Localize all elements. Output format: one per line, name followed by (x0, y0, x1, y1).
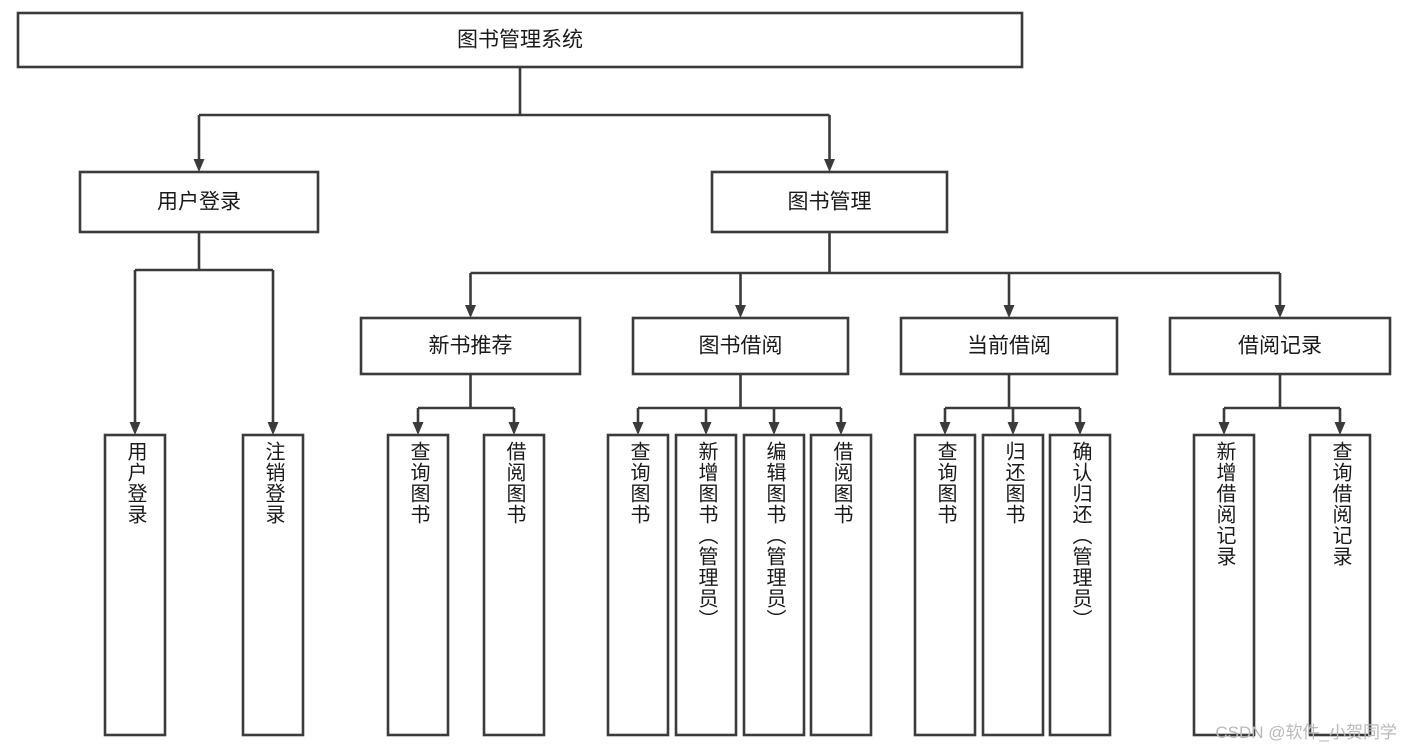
node-label: 图书管理系统 (457, 29, 583, 52)
node-box (631, 316, 850, 376)
connector-from-新书推荐 (412, 374, 520, 435)
node-借阅图书[interactable] (482, 433, 546, 737)
node-label: 图书借阅 (699, 335, 783, 358)
node-图书管理系统[interactable]: 图书管理系统 (16, 11, 1024, 69)
connector-from-借阅记录 (1218, 374, 1346, 435)
node-查询借阅记录[interactable] (1308, 433, 1372, 737)
node-box (710, 170, 949, 234)
connector-layer (129, 67, 1346, 435)
node-label: 当前借阅 (967, 335, 1051, 358)
node-借阅记录[interactable]: 借阅记录 (1168, 316, 1392, 376)
node-label: 借阅记录 (1238, 335, 1322, 358)
connector-from-图书管理系统 (193, 67, 835, 172)
node-box (674, 433, 738, 737)
node-box (1168, 316, 1392, 376)
node-label: 图书管理 (788, 191, 872, 214)
node-查询图书[interactable] (913, 433, 977, 737)
node-box (981, 433, 1045, 737)
node-当前借阅[interactable]: 当前借阅 (899, 316, 1119, 376)
node-label: 用户登录 (157, 191, 241, 214)
node-新增借阅记录[interactable] (1192, 433, 1256, 737)
node-box (742, 433, 806, 737)
node-box (913, 433, 977, 737)
node-box (16, 11, 1024, 69)
node-归还图书[interactable] (981, 433, 1045, 737)
node-box (359, 316, 582, 376)
node-图书借阅[interactable]: 图书借阅 (631, 316, 850, 376)
node-box (1192, 433, 1256, 737)
node-查询图书[interactable] (606, 433, 670, 737)
node-box (606, 433, 670, 737)
node-box (241, 433, 305, 737)
node-box (1308, 433, 1372, 737)
connector-from-用户登录 (129, 232, 279, 435)
node-新书推荐[interactable]: 新书推荐 (359, 316, 582, 376)
node-box (78, 170, 320, 234)
connector-from-图书管理 (465, 232, 1286, 318)
node-box (386, 433, 450, 737)
node-label: 新书推荐 (429, 335, 513, 358)
connector-from-图书借阅 (632, 374, 847, 435)
node-借阅图书[interactable] (809, 433, 873, 737)
node-新增图书管理员[interactable] (674, 433, 738, 737)
node-查询图书[interactable] (386, 433, 450, 737)
node-box (103, 433, 167, 737)
node-图书管理[interactable]: 图书管理 (710, 170, 949, 234)
node-用户登录[interactable] (103, 433, 167, 737)
node-确认归还管理员[interactable] (1048, 433, 1112, 737)
node-box (899, 316, 1119, 376)
node-box (809, 433, 873, 737)
node-注销登录[interactable] (241, 433, 305, 737)
node-box (482, 433, 546, 737)
node-box (1048, 433, 1112, 737)
connector-from-当前借阅 (939, 374, 1086, 435)
watermark-text: CSDN @软件_小贺同学 (1215, 723, 1397, 742)
node-编辑图书管理员[interactable] (742, 433, 806, 737)
node-用户登录[interactable]: 用户登录 (78, 170, 320, 234)
